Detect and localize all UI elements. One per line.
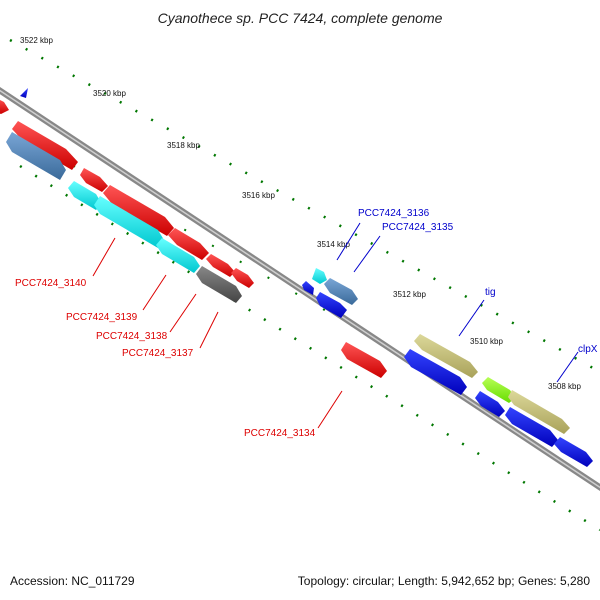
kbp-label-3510: 3510 kbp — [470, 337, 503, 346]
gene-cyan-2[interactable] — [94, 196, 164, 248]
tick-row-inner — [19, 164, 600, 532]
backbone-highlight — [0, 89, 600, 489]
gene-blue-mid[interactable] — [316, 292, 347, 318]
label-clpx[interactable]: clpX — [578, 344, 598, 355]
genome-backbone — [0, 87, 600, 491]
leader-clpx — [556, 351, 579, 383]
gene-cyan-1[interactable] — [68, 181, 102, 210]
leader-tig — [458, 299, 485, 337]
genes-middle — [302, 268, 387, 378]
gene-lime[interactable] — [482, 377, 515, 403]
gene-blue-tig[interactable] — [404, 349, 467, 395]
gene-red-3[interactable] — [103, 185, 174, 236]
gene-blue-r1[interactable] — [475, 391, 505, 417]
gene-steelblue-2[interactable] — [324, 278, 358, 305]
gene-gray-1[interactable] — [196, 266, 242, 303]
label-pcc7424-3139[interactable]: PCC7424_3139 — [66, 312, 138, 323]
gene-cyan-small[interactable] — [312, 268, 327, 284]
label-pcc7424-3138[interactable]: PCC7424_3138 — [96, 331, 168, 342]
gene-red-4[interactable] — [168, 228, 209, 260]
gene-blue-small-mid[interactable] — [302, 281, 314, 295]
gene-cyan-3[interactable] — [156, 238, 200, 273]
label-pcc7424-3135[interactable]: PCC7424_3135 — [382, 222, 454, 233]
leader-3139 — [142, 274, 167, 311]
gene-red-1[interactable] — [12, 121, 78, 170]
leader-3140 — [92, 237, 116, 277]
label-pcc7424-3137[interactable]: PCC7424_3137 — [122, 348, 194, 359]
reverse-genes-left — [6, 88, 242, 303]
kbp-label-3522: 3522 kbp — [20, 36, 53, 45]
gene-red-5[interactable] — [206, 254, 235, 277]
gene-red-3134[interactable] — [341, 342, 387, 378]
label-pcc7424-3140[interactable]: PCC7424_3140 — [15, 278, 87, 289]
accession-text: Accession: NC_011729 — [10, 574, 135, 588]
label-pcc7424-3136[interactable]: PCC7424_3136 — [358, 208, 430, 219]
gene-labels: PCC7424_3140 PCC7424_3139 PCC7424_3138 P… — [15, 208, 598, 439]
kbp-label-3514: 3514 kbp — [317, 240, 350, 249]
gene-khaki-tig[interactable] — [414, 334, 478, 378]
label-tig[interactable]: tig — [485, 287, 496, 298]
genome-summary-text: Topology: circular; Length: 5,942,652 bp… — [297, 574, 590, 588]
forward-genes-left — [0, 98, 254, 288]
leader-3135 — [353, 235, 381, 273]
leader-3137 — [199, 311, 219, 349]
gene-red-6[interactable] — [231, 268, 254, 288]
genes-right — [404, 334, 593, 467]
label-leaders — [92, 222, 579, 429]
ruler-labels: 3522 kbp 3520 kbp 3518 kbp 3516 kbp 3514… — [20, 36, 581, 391]
gene-blue-r3[interactable] — [554, 437, 593, 467]
kbp-label-3512: 3512 kbp — [393, 290, 426, 299]
leader-3138 — [169, 293, 197, 333]
ruler-ticks — [0, 38, 600, 532]
kbp-label-3516: 3516 kbp — [242, 191, 275, 200]
gene-blue-r2[interactable] — [505, 407, 558, 447]
leader-3136 — [336, 222, 361, 261]
kbp-label-3520: 3520 kbp — [93, 89, 126, 98]
gene-red-2[interactable] — [80, 168, 108, 192]
gene-red-edge[interactable] — [0, 98, 9, 114]
leader-3134 — [317, 390, 343, 429]
genome-title: Cyanothece sp. PCC 7424, complete genome — [157, 10, 443, 26]
gene-khaki-clpx[interactable] — [508, 390, 570, 434]
label-pcc7424-3134[interactable]: PCC7424_3134 — [244, 428, 316, 439]
kbp-label-3508: 3508 kbp — [548, 382, 581, 391]
gene-blue-small-top[interactable] — [20, 88, 28, 98]
gene-steelblue-1[interactable] — [6, 132, 66, 180]
kbp-label-3518: 3518 kbp — [167, 141, 200, 150]
